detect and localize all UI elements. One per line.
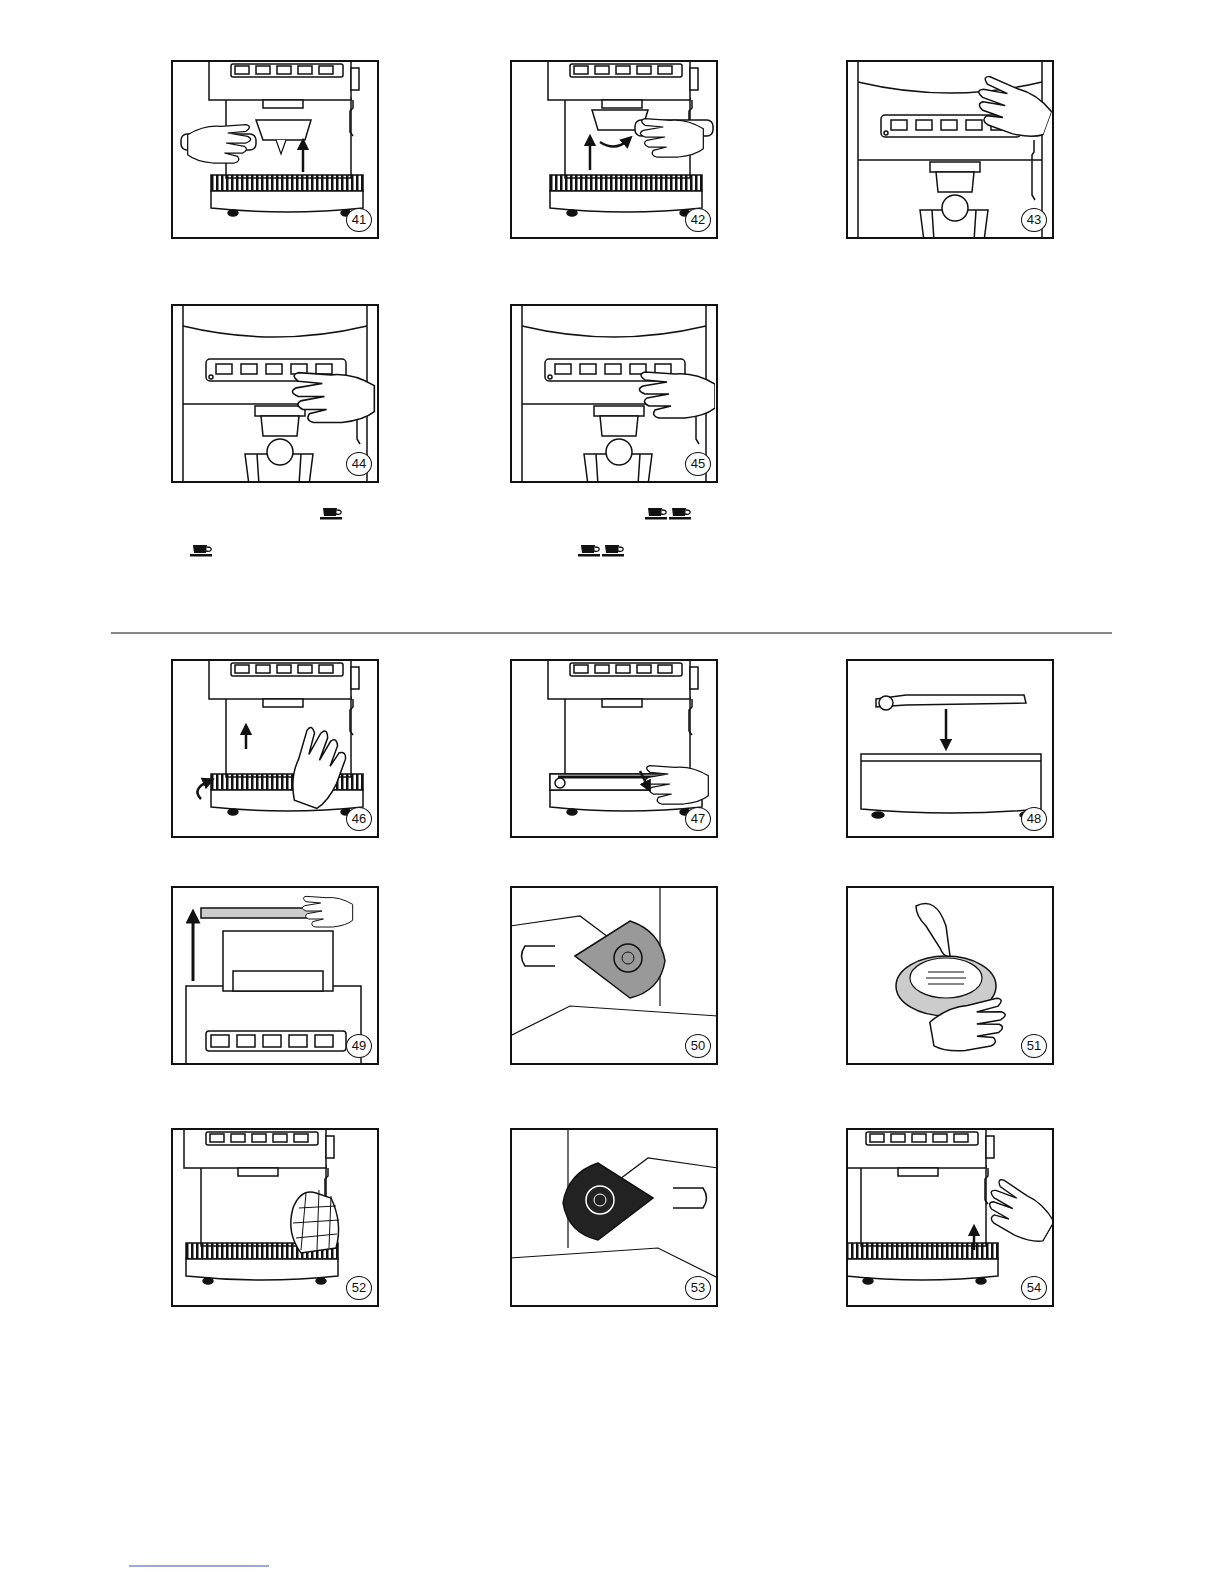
- callout-number: 52: [346, 1276, 372, 1300]
- figure-panel: 46: [171, 659, 379, 838]
- callout-number: 42: [685, 208, 711, 232]
- figure-panel: 53: [510, 1128, 718, 1307]
- callout-number: 49: [346, 1034, 372, 1058]
- callout-number: 50: [685, 1034, 711, 1058]
- figure-panel: 48: [846, 659, 1054, 838]
- double-cup-icon: [669, 508, 691, 520]
- figure-panel: 52: [171, 1128, 379, 1307]
- single-cup-icon: [320, 508, 342, 520]
- figure-panel: 51: [846, 886, 1054, 1065]
- callout-number: 48: [1021, 807, 1047, 831]
- figure-panel: 50: [510, 886, 718, 1065]
- callout-number: 46: [346, 807, 372, 831]
- figure-panel: 41: [171, 60, 379, 239]
- figure-panel: 54: [846, 1128, 1054, 1307]
- footer-rule: [129, 1566, 269, 1567]
- callout-number: 53: [685, 1276, 711, 1300]
- single-cup-icon: [190, 545, 212, 557]
- callout-number: 51: [1021, 1034, 1047, 1058]
- callout-number: 44: [346, 452, 372, 476]
- figure-panel: 43: [846, 60, 1054, 239]
- figure-panel: 44: [171, 304, 379, 483]
- double-cup-icon: [578, 545, 600, 557]
- section-rule: [111, 632, 1112, 633]
- figure-panel: 49: [171, 886, 379, 1065]
- callout-number: 54: [1021, 1276, 1047, 1300]
- callout-number: 41: [346, 208, 372, 232]
- double-cup-icon: [645, 508, 667, 520]
- callout-number: 45: [685, 452, 711, 476]
- figure-panel: 47: [510, 659, 718, 838]
- figure-panel: 45: [510, 304, 718, 483]
- callout-number: 43: [1021, 208, 1047, 232]
- double-cup-icon: [602, 545, 624, 557]
- callout-number: 47: [685, 807, 711, 831]
- figure-panel: 42: [510, 60, 718, 239]
